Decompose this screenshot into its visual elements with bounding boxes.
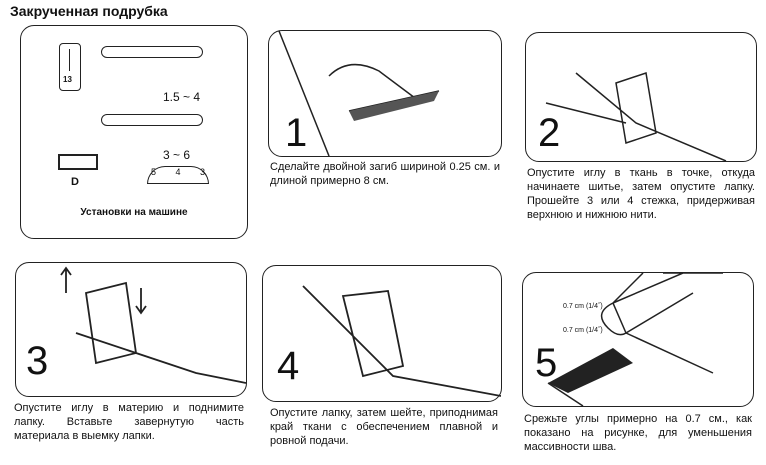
pattern-card: 13 (59, 43, 81, 91)
trim-label-top: 0.7 cm (1/4˝) (563, 303, 603, 310)
foot-icon (58, 154, 98, 170)
step-number: 5 (535, 341, 558, 385)
step-4-illustration: 4 (262, 265, 502, 402)
tension-dial: 5 4 3 (147, 166, 209, 184)
step-number: 2 (538, 111, 561, 155)
step-number: 1 (285, 111, 308, 155)
trim-label-bottom: 0.7 cm (1/4˝) (563, 327, 603, 334)
page-title: Закрученная подрубка (10, 3, 168, 19)
step-number: 4 (277, 344, 300, 388)
tension-dial-mark: 4 (175, 167, 181, 177)
stitch-width-label: 1.5 ~ 4 (163, 90, 201, 104)
step-number: 3 (26, 339, 49, 383)
step-3-illustration: 3 (15, 262, 247, 397)
machine-settings-panel: 13 1.5 ~ 4 D 3 ~ 6 5 4 3 Установки на ма… (20, 25, 248, 239)
tension-dial-mark: 5 (151, 167, 157, 177)
settings-caption: Установки на машине (80, 207, 188, 218)
step-5-text: Срежьте углы примерно на 0.7 см., как по… (524, 413, 752, 453)
step-2-text: Опустите иглу в ткань в точке, откуда на… (527, 167, 755, 221)
pattern-number: 13 (63, 75, 72, 84)
tension-label: 3 ~ 6 (163, 148, 191, 162)
step-2-illustration: 2 (525, 32, 757, 162)
step-1-illustration: 1 (268, 30, 502, 157)
step-1-text: Сделайте двойной загиб шириной 0.25 см. … (270, 161, 500, 187)
stitch-selector-slider (101, 46, 203, 58)
foot-label: D (71, 176, 79, 188)
step-5-illustration: 0.7 cm (1/4˝) 0.7 cm (1/4˝) 5 (522, 272, 754, 407)
step-3-text: Опустите иглу в материю и поднимите лапк… (14, 402, 244, 442)
stitch-width-slider (101, 114, 203, 126)
step-4-text: Опустите лапку, затем шейте, приподнимая… (270, 407, 498, 447)
tension-dial-mark: 3 (199, 167, 205, 177)
